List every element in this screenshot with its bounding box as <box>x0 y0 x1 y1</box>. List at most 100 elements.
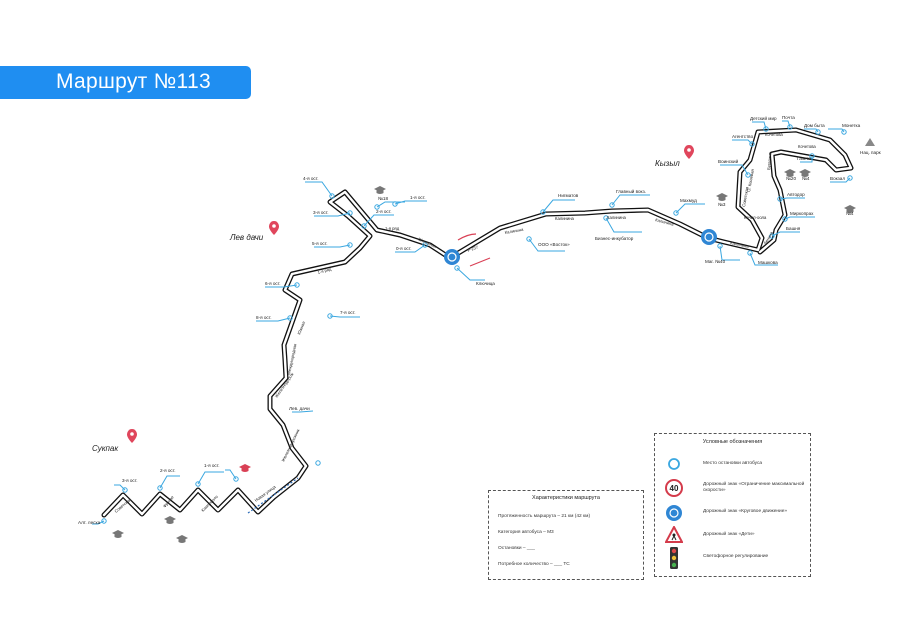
street-label: Бугарина <box>766 151 773 170</box>
street-label: Калинина <box>607 215 627 220</box>
characteristics-row: Потребное количество – ___ ТС <box>498 562 570 567</box>
route-title: Маршрут №113 <box>56 70 211 93</box>
legend-item: Место остановки автобуса <box>667 457 807 471</box>
stop-label: Автодор <box>787 192 805 197</box>
stop-label: Агентство <box>732 134 754 139</box>
legend-item: Дорожный знак «Круговое движение» <box>666 504 807 522</box>
stop-label: Лев. дачи <box>289 406 310 411</box>
roundabout-icon <box>701 229 717 245</box>
stop-label: Махмуд <box>680 198 697 203</box>
characteristics-row: Категория автобуса – М3 <box>498 530 554 535</box>
legend-panel: Условные обозначения Место остановки авт… <box>654 433 811 577</box>
route-title-banner: Маршрут №113 <box>0 66 251 99</box>
children-sign-icon <box>665 526 683 543</box>
stop-label: Вокзал <box>830 176 845 181</box>
stop-label: Монетка <box>842 123 861 128</box>
legend-item: Дорожный знак «Дети» <box>665 526 807 544</box>
pin-icon <box>269 221 279 235</box>
characteristics-title: Характеристики маршрута <box>532 495 600 501</box>
stop-label: №4 <box>846 211 854 216</box>
roundabout-icon <box>444 249 460 265</box>
characteristics-row: Протяженность маршрута – 21 км (42 км) <box>498 514 591 519</box>
stop-label: 0-я ост. <box>396 246 412 251</box>
stop-label: Воинский <box>718 158 739 164</box>
roundabout-sign-icon <box>666 505 682 521</box>
street-label: Калинина <box>504 227 524 235</box>
street-label: Калинина <box>730 240 750 249</box>
road-label-r257: Р-257 <box>467 244 480 253</box>
stop-label: Детский мир <box>750 115 777 121</box>
road-r257-marker <box>457 233 477 241</box>
stop-label: ООО «Восток» <box>538 242 570 247</box>
stop-label: 1-я ост. <box>410 195 426 200</box>
legend-item-label: Место остановки автобуса <box>703 461 763 466</box>
stop-label: Бизнес-инкубатор <box>595 236 634 241</box>
legend-title: Условные обозначения <box>702 439 763 445</box>
stop-label: №3 <box>718 202 726 207</box>
route-characteristics-panel: Характеристики маршрута Протяженность ма… <box>488 490 644 580</box>
legend-item-label: Дорожный знак «Круговое движение» <box>703 509 788 514</box>
stop-label: 2-я ост. <box>376 209 392 214</box>
street-label: Калинина <box>555 216 575 221</box>
bus-stop-icon <box>668 458 680 470</box>
stop-label: Нац. парк <box>860 150 882 155</box>
stop-label: 8-я ост. <box>256 315 272 320</box>
school-icon <box>716 193 728 201</box>
stop-label: Почта <box>782 115 795 120</box>
street-label: Ленина <box>763 230 775 246</box>
stop-label: Дом быта <box>804 123 825 128</box>
street-label: Кочетова <box>798 144 816 149</box>
stop-label: Нигматов <box>558 193 579 198</box>
city-label-lev-dachi: Лев дачи <box>229 233 264 242</box>
legend-item-label: Светофорное регулирование <box>703 554 769 559</box>
school-icon <box>112 530 124 538</box>
school-icon <box>239 464 251 472</box>
school-icon <box>374 186 386 194</box>
stop-label: 3-я ост. <box>313 210 329 215</box>
street-label: 1-я ряд <box>385 226 400 231</box>
stop-label: 4-я ост. <box>303 176 319 181</box>
stop-label: Башня <box>786 226 801 231</box>
stop-label: Ключица <box>476 281 495 286</box>
stop-label: 5-я ост. <box>312 241 328 246</box>
stop-label: №4 <box>802 176 810 181</box>
legend-item: Светофорное регулирование <box>667 546 807 570</box>
school-icon <box>164 516 176 524</box>
street-label: Международная <box>286 343 297 375</box>
characteristics-row: Остановки – ___ <box>498 546 535 551</box>
legend-item: 40 Дорожный знак «Ограничение максимальн… <box>665 479 807 497</box>
city-label-kyzyl: Кызыл <box>655 159 680 168</box>
stop-label: 7-я ост. <box>340 310 356 315</box>
street-label: О. Кошевая <box>746 169 755 192</box>
stop-label: Маг. №40 <box>705 259 726 264</box>
pin-icon <box>127 429 137 443</box>
pin-icon <box>684 145 694 159</box>
street-label: Кечил-оола <box>744 215 767 220</box>
legend-item-label: Дорожный знак «Ограничение максимальной … <box>703 482 805 493</box>
city-label-sukpak: Сукпак <box>92 444 119 453</box>
legend-item-label: Дорожный знак «Дети» <box>703 532 755 537</box>
stop-label: 1-я ост. <box>204 463 220 468</box>
street-label: Калинина <box>655 217 675 227</box>
stop-label: Алт. лесха <box>78 520 101 525</box>
school-icon <box>176 535 188 543</box>
street-label: 1-я ряд <box>317 266 332 275</box>
street-label: Советская <box>741 186 749 207</box>
speed-limit-value: 40 <box>670 484 679 493</box>
stop-label: 3-я ост. <box>122 478 138 483</box>
stop-label: №20 <box>786 176 796 181</box>
stop-label: Машкова <box>758 260 778 265</box>
stop-label: №18 <box>378 196 388 201</box>
traffic-light-icon <box>670 547 678 569</box>
street-label: Кочетова <box>765 132 783 137</box>
speed-limit-sign-icon: 40 <box>665 479 683 497</box>
stop-label: 6-я ост. <box>265 281 281 286</box>
street-label: Южная <box>296 321 306 336</box>
road-r257-marker <box>469 257 491 267</box>
stop-label: Миркопрах <box>790 211 814 216</box>
stop-label: Главный вокз. <box>616 188 646 194</box>
stop-label: 2-я ост. <box>160 468 176 473</box>
park-icon <box>865 138 875 146</box>
stop-label: Газета <box>797 156 811 161</box>
